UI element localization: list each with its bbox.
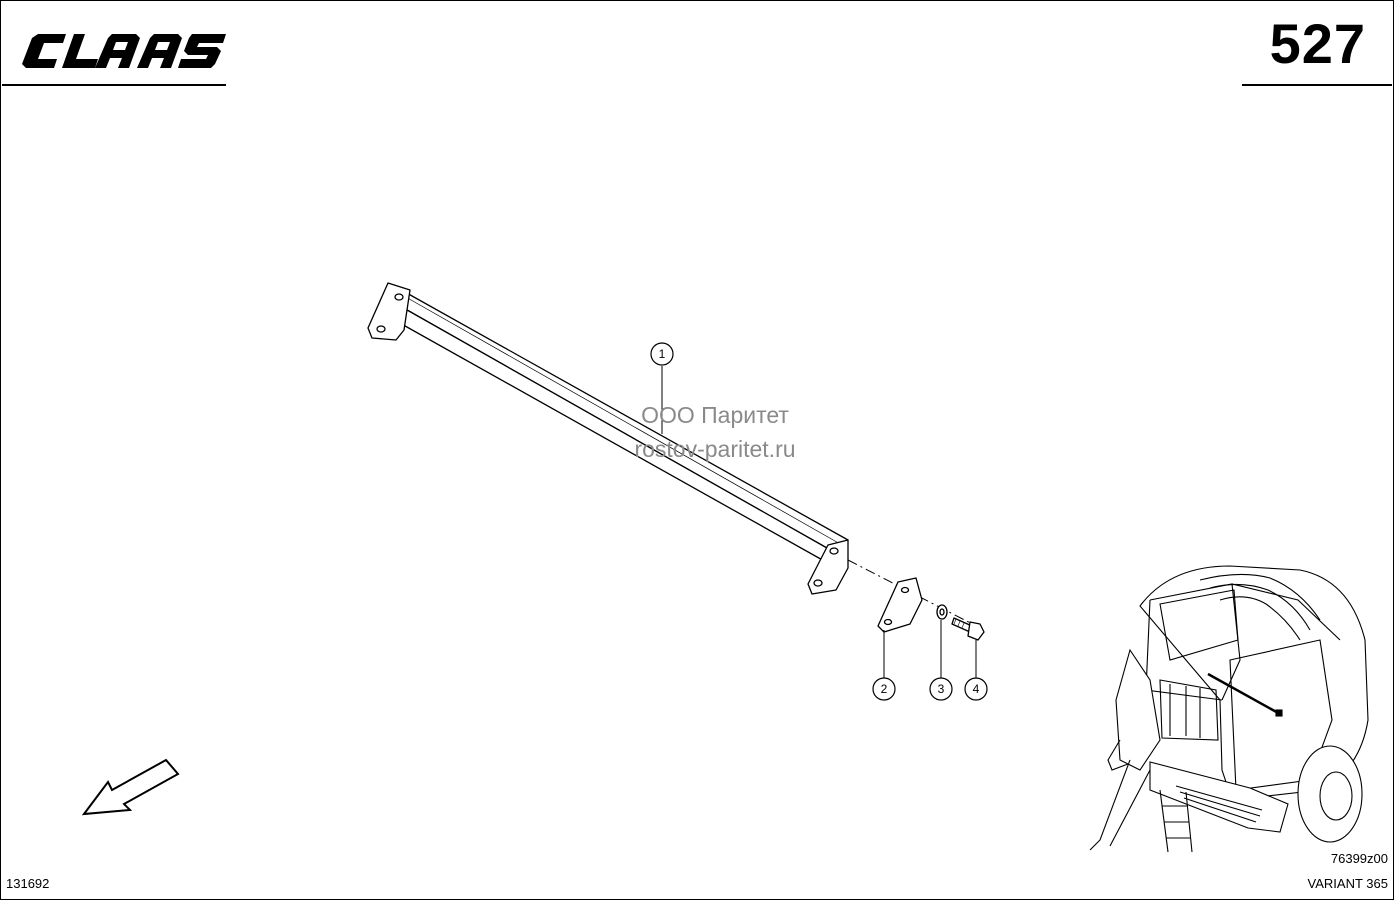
drawing-id: 131692 bbox=[6, 876, 50, 891]
callout-label-2: 2 bbox=[881, 682, 888, 696]
callout-circle-1 bbox=[650, 342, 674, 366]
crossmember-tube-part bbox=[367, 282, 849, 595]
mounting-plate-part bbox=[877, 577, 923, 633]
baler-overview-illustration bbox=[1089, 565, 1369, 853]
figure-code: 76399z00 bbox=[1330, 851, 1388, 866]
model-name: VARIANT 365 bbox=[1307, 876, 1388, 891]
direction-arrow-icon bbox=[81, 758, 180, 816]
callout-circle-2 bbox=[872, 677, 896, 701]
page-number: 527 bbox=[1269, 12, 1366, 75]
bolt-part bbox=[951, 617, 985, 641]
header-rule-left bbox=[2, 84, 226, 86]
watermark-company: ООО Паритет bbox=[641, 402, 789, 428]
callout-label-1: 1 bbox=[659, 347, 666, 361]
callout-circle-4 bbox=[964, 677, 988, 701]
washer-part bbox=[936, 604, 948, 620]
watermark-url: rostov-paritet.ru bbox=[634, 436, 796, 462]
claas-logo bbox=[22, 34, 226, 68]
watermark: ООО Паритет rostov-paritet.ru bbox=[600, 398, 830, 466]
header-rule-right bbox=[1242, 84, 1392, 86]
callout-label-3: 3 bbox=[938, 682, 945, 696]
callout-circle-3 bbox=[929, 677, 953, 701]
callout-label-4: 4 bbox=[973, 682, 980, 696]
